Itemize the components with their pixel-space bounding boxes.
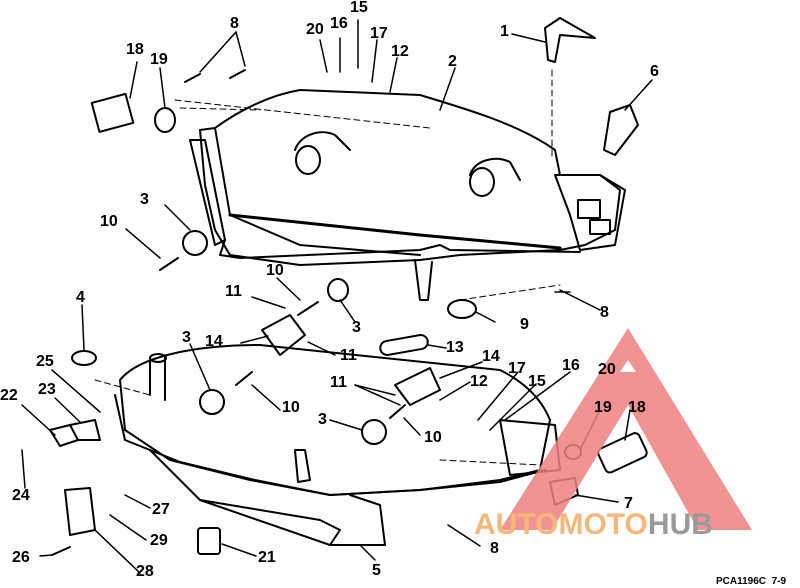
callout-10: 10 — [282, 399, 300, 416]
callout-11: 11 — [225, 283, 242, 300]
callout-28: 28 — [136, 563, 154, 580]
callout-2: 2 — [448, 53, 457, 70]
callout-10: 10 — [266, 262, 284, 279]
callout-27: 27 — [152, 501, 170, 518]
callout-23: 23 — [38, 381, 56, 398]
callout-10: 10 — [424, 429, 442, 446]
watermark-brand-part2: HUB — [647, 508, 713, 541]
alignment-lines — [94, 69, 561, 466]
callout-11: 11 — [330, 374, 347, 391]
callout-1: 1 — [500, 23, 509, 40]
callout-26: 26 — [12, 549, 30, 566]
callout-24: 24 — [12, 487, 30, 504]
callout-19: 19 — [150, 51, 168, 68]
callout-3: 3 — [140, 191, 149, 208]
callout-8: 8 — [230, 15, 239, 32]
lower-cowl — [114, 344, 561, 546]
callout-17: 17 — [508, 360, 526, 377]
callout-8: 8 — [490, 540, 499, 557]
callout-17: 17 — [370, 25, 388, 42]
callout-11: 11 — [340, 347, 357, 364]
callout-6: 6 — [650, 63, 659, 80]
part-code-suffix: 7-9 — [771, 576, 787, 587]
part-code-text: PCA1196C — [716, 576, 767, 587]
part-code: PCA1196C 7-9 — [716, 576, 786, 587]
callout-15: 15 — [350, 0, 368, 16]
watermark-brand: AUTOMOTOHUB — [474, 508, 713, 542]
callout-12: 12 — [470, 373, 488, 390]
callout-5: 5 — [372, 562, 381, 579]
callout-9: 9 — [520, 316, 529, 333]
callout-22: 22 — [0, 387, 18, 404]
callout-25: 25 — [36, 353, 54, 370]
callout-4: 4 — [76, 289, 85, 306]
callout-16: 16 — [562, 357, 580, 374]
callout-19: 19 — [594, 399, 612, 416]
watermark-logo — [500, 328, 752, 530]
callout-8: 8 — [600, 304, 609, 321]
callout-18: 18 — [126, 41, 144, 58]
callout-7: 7 — [624, 495, 633, 512]
callout-14: 14 — [205, 333, 223, 350]
callout-20: 20 — [306, 21, 324, 38]
callout-18: 18 — [628, 399, 646, 416]
callout-3: 3 — [318, 411, 327, 428]
callout-12: 12 — [391, 43, 409, 60]
callout-20: 20 — [598, 361, 616, 378]
callout-3: 3 — [182, 329, 191, 346]
upper-cowl — [189, 89, 626, 301]
callout-13: 13 — [446, 339, 464, 356]
watermark-brand-part1: AUTOMOTO — [474, 508, 648, 541]
callout-29: 29 — [150, 532, 168, 549]
callout-21: 21 — [258, 549, 276, 566]
callout-16: 16 — [330, 15, 348, 32]
callout-15: 15 — [528, 373, 546, 390]
callout-3: 3 — [352, 319, 361, 336]
callout-10: 10 — [100, 213, 118, 230]
callout-14: 14 — [482, 348, 500, 365]
